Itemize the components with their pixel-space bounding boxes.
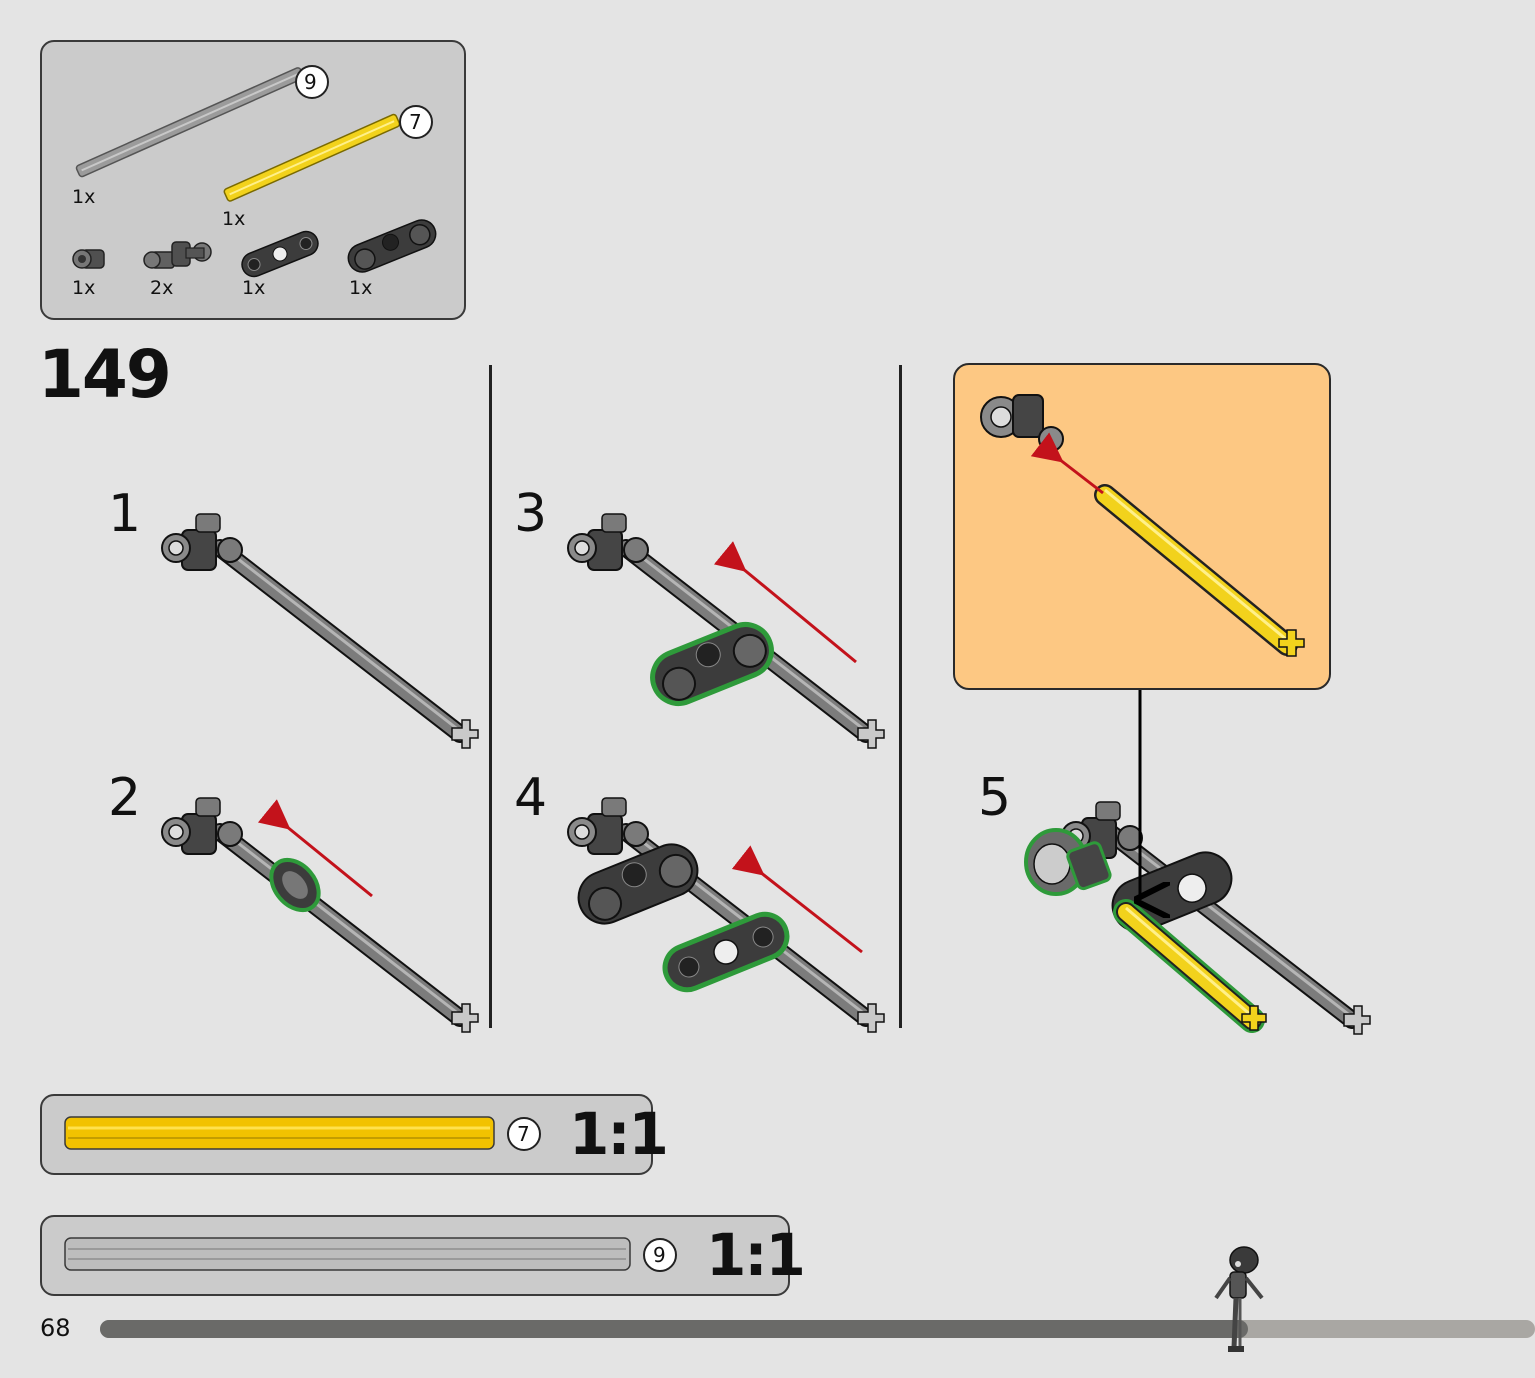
long-axle-part (72, 67, 437, 278)
page-number: 68 (40, 1314, 71, 1342)
sub-step-1-illustration (161, 513, 478, 748)
sub-step-5-illustration (1024, 688, 1370, 1034)
sub-step-3: 3 (514, 484, 548, 544)
scale-badge-7-text: 7 (517, 1122, 530, 1146)
step-number: 149 (38, 336, 172, 413)
sub-step-2: 2 (108, 768, 142, 828)
scale-guide-grey-axle: 9 1:1 (40, 1215, 806, 1296)
callout-illustration (980, 394, 1305, 657)
scale-ratio-yellow: 1:1 (569, 1100, 669, 1168)
length-badge-7 (399, 105, 433, 139)
droid-figure-icon (1214, 1246, 1264, 1352)
sub-step-3-illustration (567, 513, 884, 748)
scale-guide-yellow-axle: 7 1:1 (40, 1094, 669, 1175)
sub-step-1: 1 (108, 484, 142, 544)
column-divider-2 (899, 365, 902, 1028)
scale-badge-9-text: 9 (653, 1243, 666, 1267)
parts-list-box: 9 7 1x 1x 1x 2x 1x 1x (40, 40, 466, 320)
qty-axle-pin-connector: 2x (150, 277, 174, 299)
qty-bush: 1x (72, 277, 96, 299)
qty-long-axle: 1x (72, 186, 96, 208)
length-badge-7-text: 7 (409, 110, 422, 134)
scale-badge-7 (507, 1117, 541, 1151)
qty-double-pin-connector: 1x (349, 277, 373, 299)
scale-badge-9 (643, 1238, 677, 1272)
grey-axle-scale (64, 1237, 631, 1271)
qty-thin-liftarm: 1x (242, 277, 266, 299)
sub-step-5: 5 (978, 768, 1012, 828)
scale-ratio-grey: 1:1 (706, 1221, 806, 1289)
sub-step-2-illustration (161, 797, 478, 1032)
sub-step-4-illustration (567, 797, 884, 1032)
length-badge-9 (295, 65, 329, 99)
column-divider-1 (489, 365, 492, 1028)
length-badge-9-text: 9 (304, 70, 317, 94)
sub-step-4: 4 (514, 768, 548, 828)
yellow-axle-scale (64, 1116, 495, 1150)
build-progress-bar (100, 1320, 1535, 1338)
qty-yellow-axle: 1x (222, 208, 246, 230)
